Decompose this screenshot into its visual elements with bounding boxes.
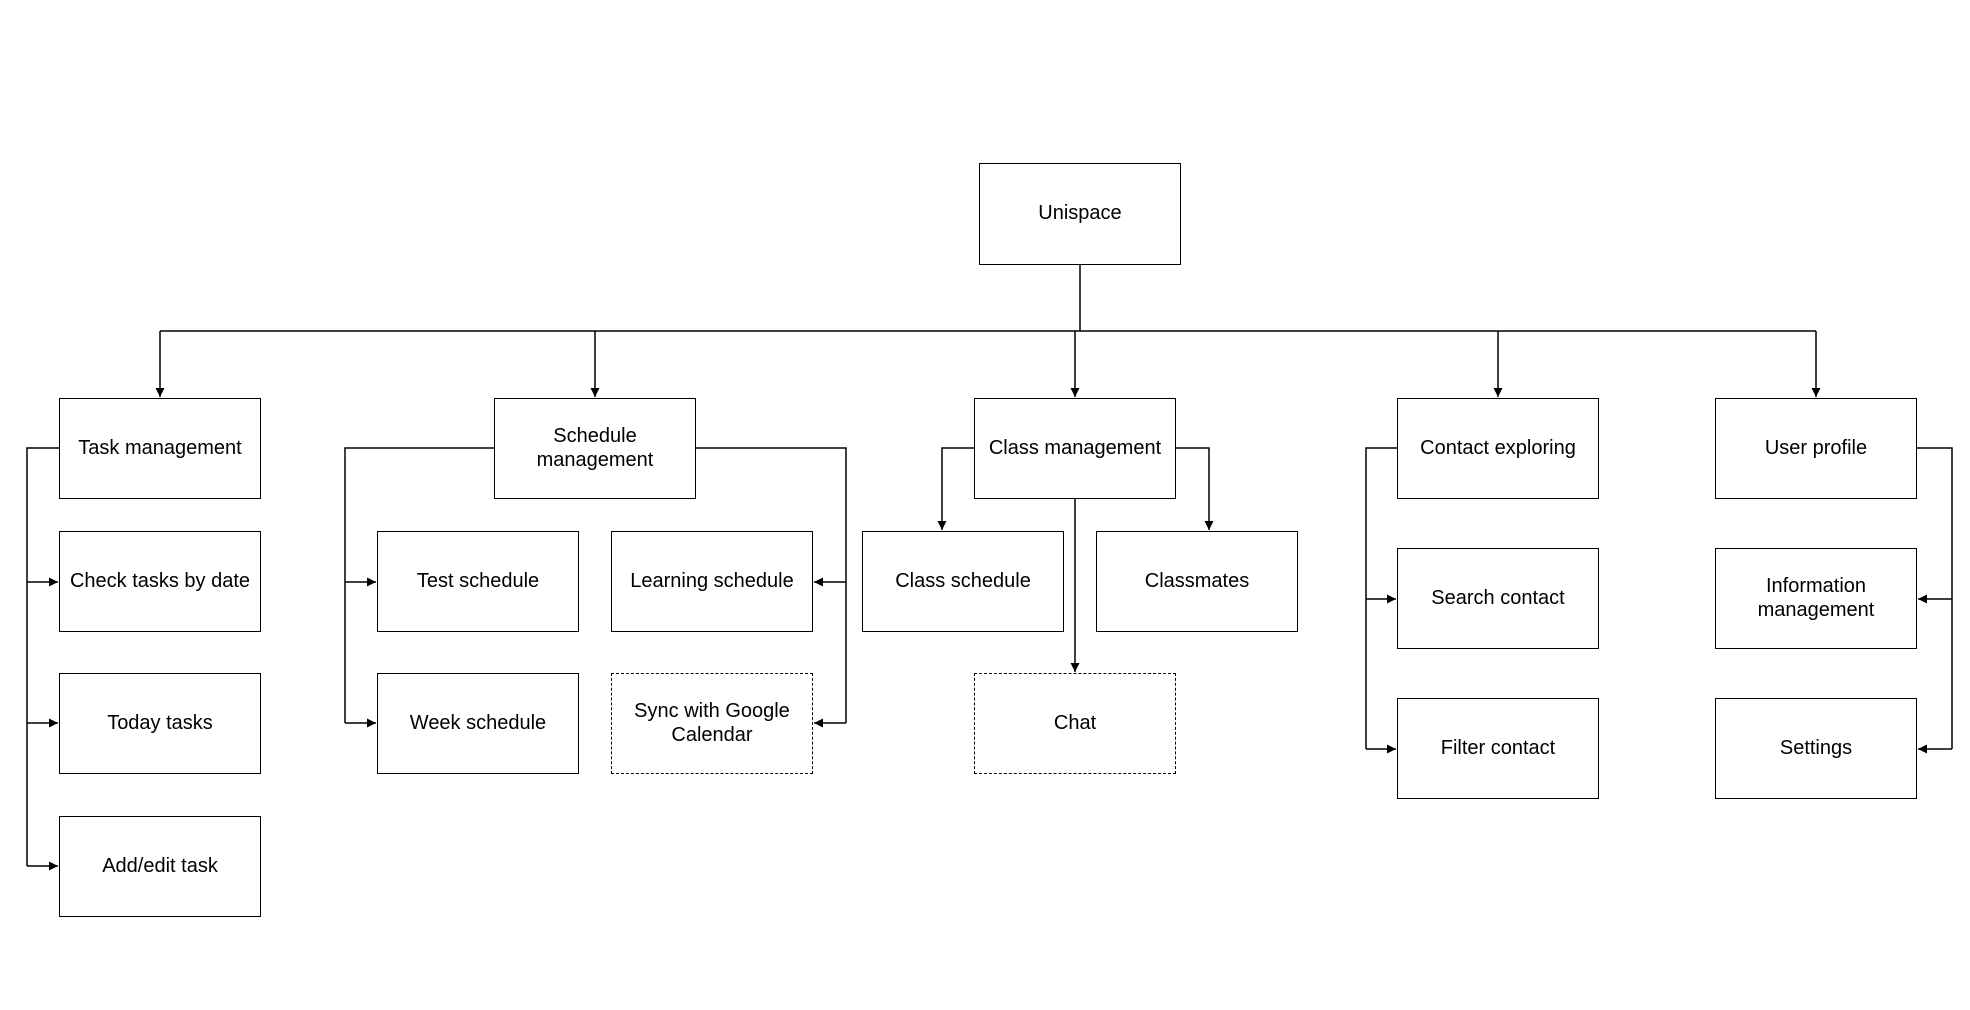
module-node-class-management: Class management — [974, 398, 1176, 499]
module-label: Schedule management — [536, 425, 654, 471]
feature-label: Search contact — [1431, 586, 1565, 609]
feature-label: Today tasks — [107, 711, 213, 734]
feature-node-test-schedule: Test schedule — [377, 531, 579, 632]
feature-label: Add/edit task — [102, 854, 218, 877]
connector-schedule-right-spine — [696, 447, 847, 723]
feature-node-information-management: Information management — [1715, 548, 1917, 649]
module-label: Class management — [988, 436, 1162, 459]
feature-node-search-contact: Search contact — [1397, 548, 1599, 649]
module-node-task-management: Task management — [59, 398, 261, 499]
feature-label: Information management — [1757, 575, 1875, 621]
module-label: Contact exploring — [1420, 436, 1576, 459]
feature-label: Chat — [1053, 711, 1097, 734]
feature-label: Classmates — [1144, 569, 1250, 592]
feature-node-chat: Chat — [974, 673, 1176, 774]
feature-node-sync-google-calendar: Sync with Google Calendar — [611, 673, 813, 774]
feature-node-learning-schedule: Learning schedule — [611, 531, 813, 632]
feature-node-filter-contact: Filter contact — [1397, 698, 1599, 799]
module-label: User profile — [1764, 436, 1868, 459]
feature-label: Learning schedule — [630, 569, 794, 592]
feature-node-check-tasks-by-date: Check tasks by date — [59, 531, 261, 632]
connector-profile-spine — [1917, 447, 1953, 749]
connector-to-classmates — [1176, 447, 1214, 530]
module-node-contact-exploring: Contact exploring — [1397, 398, 1599, 499]
feature-node-class-schedule: Class schedule — [862, 531, 1064, 632]
feature-node-classmates: Classmates — [1096, 531, 1298, 632]
root-node-unispace: Unispace — [979, 163, 1181, 265]
feature-label: Settings — [1779, 736, 1853, 759]
connector-task-spine — [26, 447, 59, 866]
feature-label: Filter contact — [1440, 736, 1556, 759]
feature-label: Test schedule — [416, 569, 540, 592]
connector-to-class-schedule — [937, 447, 974, 530]
module-node-schedule-management: Schedule management — [494, 398, 696, 499]
feature-label: Class schedule — [895, 569, 1031, 592]
module-node-user-profile: User profile — [1715, 398, 1917, 499]
feature-label: Week schedule — [409, 711, 547, 734]
feature-node-today-tasks: Today tasks — [59, 673, 261, 774]
feature-label: Check tasks by date — [69, 569, 251, 592]
connector-contact-spine — [1365, 447, 1397, 749]
feature-node-add-edit-task: Add/edit task — [59, 816, 261, 917]
connector-schedule-left-spine — [344, 447, 494, 723]
feature-node-week-schedule: Week schedule — [377, 673, 579, 774]
feature-label: Sync with Google Calendar — [634, 700, 790, 746]
module-label: Task management — [78, 436, 242, 459]
feature-node-settings: Settings — [1715, 698, 1917, 799]
root-node-label: Unispace — [1038, 202, 1122, 225]
